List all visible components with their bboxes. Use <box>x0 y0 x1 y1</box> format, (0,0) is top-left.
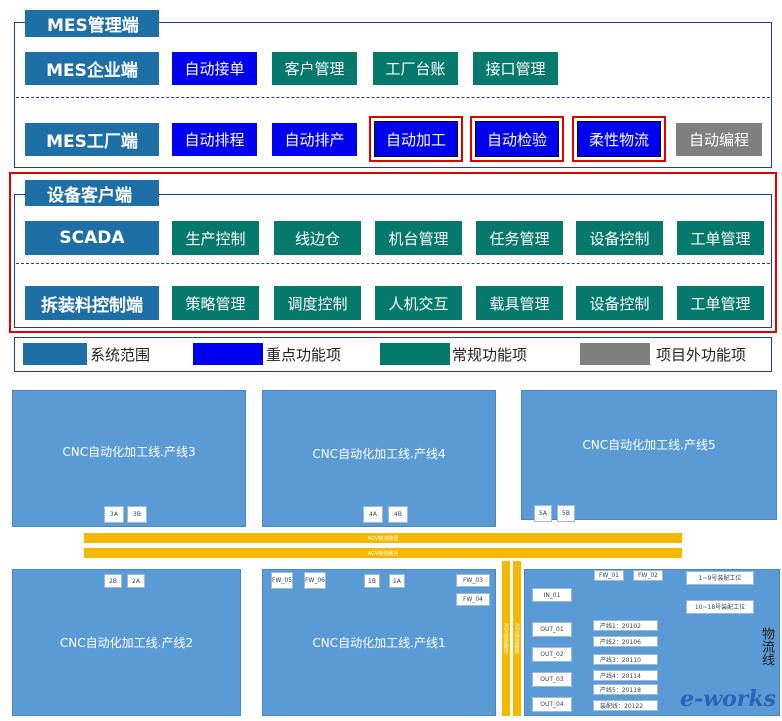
cnc-line-2: CNC自动化加工线.产线2 <box>12 569 241 716</box>
slot-4b: 4B <box>388 506 408 523</box>
agv-path-2: AGV物流路径 <box>84 548 682 558</box>
legend <box>14 337 772 372</box>
slot-fw03: FW_03 <box>456 574 490 587</box>
factory-ledger-button[interactable]: 工厂台账 <box>373 52 458 85</box>
logistics-line-2: 产线2：20106 <box>593 636 658 647</box>
slot-5b: 5B <box>557 505 575 522</box>
work-order-mgmt-button[interactable]: 工单管理 <box>677 221 764 255</box>
legend-label-system: 系统范围 <box>90 345 151 364</box>
mes-management-frame <box>14 22 772 168</box>
device-client-highlight <box>9 172 777 333</box>
cnc-line-4-title: CNC自动化加工线.产线4 <box>312 447 446 461</box>
mes-factory-label: MES工厂端 <box>25 123 159 156</box>
logistics-line-5: 产线5：20118 <box>593 684 658 695</box>
auto-programming-button[interactable]: 自动编程 <box>676 123 762 156</box>
flexible-logistics-label: 柔性物流 <box>577 121 661 157</box>
mes-management-title: MES管理端 <box>25 10 159 37</box>
slot-2b: 2B <box>104 574 122 588</box>
cnc-line-4: CNC自动化加工线.产线4 <box>262 390 496 527</box>
slot-1a: 1A <box>389 574 405 588</box>
assembly-station-10-18: 10~18号装配工位 <box>686 600 754 614</box>
slot-out02: OUT_02 <box>532 647 572 662</box>
auto-machining-button[interactable]: 自动加工 <box>369 116 463 162</box>
slot-fw02: FW_02 <box>633 570 663 581</box>
legend-swatch-system <box>23 343 87 365</box>
strategy-mgmt-button[interactable]: 策略管理 <box>172 286 259 320</box>
slot-out01: OUT_01 <box>532 622 572 637</box>
slot-out03: OUT_03 <box>532 672 572 687</box>
device-client-frame <box>14 194 772 328</box>
production-control-button[interactable]: 生产控制 <box>172 221 259 255</box>
auto-production-button[interactable]: 自动排产 <box>272 123 357 156</box>
legend-swatch-regular <box>380 343 450 365</box>
logistics-line-1: 产线1：20102 <box>593 620 658 631</box>
logistics-line-label: 物流线 <box>759 627 774 666</box>
mes-divider <box>16 97 770 98</box>
slot-1b: 1B <box>364 574 380 588</box>
cnc-line-5-title: CNC自动化加工线.产线5 <box>582 437 716 452</box>
customer-mgmt-button[interactable]: 客户管理 <box>272 52 357 85</box>
line-side-warehouse-button[interactable]: 线边仓 <box>274 221 361 255</box>
hmi-button[interactable]: 人机交互 <box>375 286 462 320</box>
slot-3b: 3B <box>127 506 147 523</box>
scada-label: SCADA <box>25 221 159 255</box>
task-mgmt-button[interactable]: 任务管理 <box>476 221 563 255</box>
cnc-line-3-title: CNC自动化加工线.产线3 <box>62 445 196 459</box>
slot-fw01: FW_01 <box>594 570 624 581</box>
auto-order-button[interactable]: 自动接单 <box>172 52 257 85</box>
mes-enterprise-label: MES企业端 <box>25 52 159 85</box>
agv-path-vertical-1: AGV物流路径 <box>502 561 510 716</box>
cnc-line-3: CNC自动化加工线.产线3 <box>12 390 246 527</box>
auto-scheduling-button[interactable]: 自动排程 <box>172 123 257 156</box>
assembly-station-1-9: 1~9号装配工位 <box>686 571 754 585</box>
eworks-logo: e-works <box>680 686 776 712</box>
agv-path-1: AGV物流路径 <box>84 533 682 543</box>
machine-mgmt-button[interactable]: 机台管理 <box>375 221 462 255</box>
slot-out04: OUT_04 <box>532 697 572 712</box>
loading-control-label: 拆装料控制端 <box>25 286 159 320</box>
device-client-title: 设备客户端 <box>25 180 159 206</box>
agv-path-vertical-2: AGV物流路径 <box>513 561 521 716</box>
device-divider <box>16 263 770 264</box>
cnc-line-1: CNC自动化加工线.产线1 <box>262 569 496 716</box>
auto-inspection-label: 自动检验 <box>475 121 559 157</box>
slot-fw05: FW_05 <box>271 572 293 589</box>
legend-swatch-key <box>193 343 263 365</box>
dispatch-control-button[interactable]: 调度控制 <box>274 286 361 320</box>
auto-machining-label: 自动加工 <box>374 121 458 157</box>
slot-3a: 3A <box>104 506 124 523</box>
cnc-line-5: CNC自动化加工线.产线5 <box>521 390 777 520</box>
device-control-button[interactable]: 设备控制 <box>576 221 663 255</box>
interface-mgmt-button[interactable]: 接口管理 <box>473 52 558 85</box>
slot-4a: 4A <box>363 506 383 523</box>
auto-inspection-button[interactable]: 自动检验 <box>470 116 564 162</box>
legend-label-key: 重点功能项 <box>266 345 342 364</box>
legend-label-out-of-scope: 项目外功能项 <box>656 345 747 364</box>
slot-in01: IN_01 <box>532 588 572 602</box>
cnc-line-2-title: CNC自动化加工线.产线2 <box>59 636 194 650</box>
slot-fw04: FW_04 <box>456 593 490 606</box>
slot-fw06: FW_06 <box>304 572 326 589</box>
cnc-line-1-title: CNC自动化加工线.产线1 <box>312 636 446 650</box>
legend-label-regular: 常规功能项 <box>452 345 528 364</box>
logistics-line-3: 产线3：20110 <box>593 654 658 665</box>
work-order-mgmt-2-button[interactable]: 工单管理 <box>677 286 764 320</box>
slot-5a: 5A <box>534 505 552 522</box>
carrier-mgmt-button[interactable]: 载具管理 <box>476 286 563 320</box>
device-control-2-button[interactable]: 设备控制 <box>576 286 663 320</box>
flexible-logistics-button[interactable]: 柔性物流 <box>572 116 666 162</box>
logistics-line-assembly: 装配线：20122 <box>593 700 658 711</box>
slot-2a: 2A <box>127 574 145 588</box>
legend-swatch-out-of-scope <box>580 343 650 365</box>
logistics-line-4: 产线4：20114 <box>593 670 658 681</box>
